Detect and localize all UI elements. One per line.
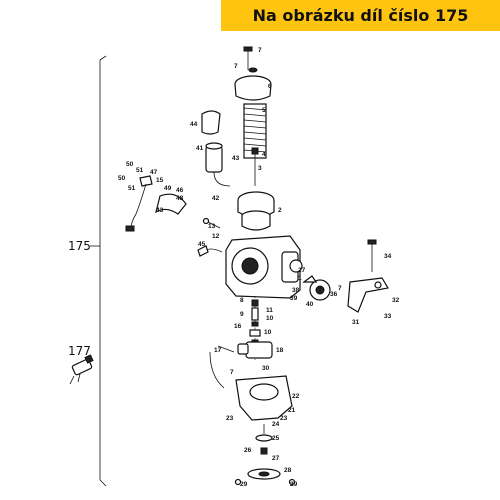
callout-46: 46 xyxy=(176,187,184,194)
callout-7: 7 xyxy=(230,369,234,376)
part-number-banner: Na obrázku díl číslo 175 xyxy=(221,0,500,31)
callout-1: 1 xyxy=(298,275,302,282)
callout-43: 43 xyxy=(156,207,164,214)
callout-44: 44 xyxy=(190,121,198,128)
callout-36: 36 xyxy=(330,291,338,298)
callout-27: 27 xyxy=(298,267,306,274)
callout-24: 24 xyxy=(272,421,280,428)
callout-30: 30 xyxy=(262,365,270,372)
callout-18: 18 xyxy=(276,347,284,354)
float-bowl xyxy=(209,351,293,421)
throttle-linkage xyxy=(125,175,187,232)
callout-41: 41 xyxy=(196,145,204,152)
bracket-tick-bottom xyxy=(99,479,107,487)
callout-labels: 7 7 6 5 44 4 3 41 43 50 51 47 15 50 51 4… xyxy=(118,47,400,488)
callout-5: 5 xyxy=(262,107,266,114)
callout-9: 9 xyxy=(240,311,244,318)
callout-11: 11 xyxy=(266,307,273,314)
callout-51: 51 xyxy=(136,167,144,174)
screws-12-13 xyxy=(202,217,221,229)
choke-41 xyxy=(205,142,231,187)
callout-43: 43 xyxy=(232,155,240,162)
callout-29: 29 xyxy=(240,481,248,488)
callout-7: 7 xyxy=(338,285,342,292)
callout-23: 23 xyxy=(226,415,234,422)
callout-27: 27 xyxy=(272,455,280,462)
callout-47: 47 xyxy=(150,169,158,176)
callout-32: 32 xyxy=(392,297,400,304)
assembly-label-177: 177 xyxy=(68,344,91,358)
callout-6: 6 xyxy=(268,83,272,90)
throttle-lever-bracket xyxy=(347,239,389,313)
callout-50: 50 xyxy=(126,161,134,168)
callout-49: 49 xyxy=(164,185,172,192)
jet-needle xyxy=(251,147,259,186)
callout-15: 15 xyxy=(156,177,164,184)
callout-39: 39 xyxy=(290,295,298,302)
carburetor-body xyxy=(225,235,303,299)
top-cap xyxy=(234,46,272,101)
air-cutoff-valve xyxy=(302,275,331,301)
callout-21: 21 xyxy=(288,407,296,414)
hose-45-end xyxy=(197,245,209,257)
callout-33: 33 xyxy=(384,313,392,320)
callout-12: 12 xyxy=(212,233,220,240)
slide-2 xyxy=(237,191,275,231)
callout-23: 23 xyxy=(280,415,288,422)
callout-22: 22 xyxy=(292,393,300,400)
spring xyxy=(243,103,267,159)
callout-7: 7 xyxy=(234,63,238,70)
float-pin-17 xyxy=(217,345,235,353)
callout-28: 28 xyxy=(284,467,292,474)
callout-48: 48 xyxy=(176,195,184,202)
callout-45: 45 xyxy=(198,241,206,248)
callout-3: 3 xyxy=(258,165,262,172)
float-18 xyxy=(237,341,273,359)
callout-7: 7 xyxy=(258,47,262,54)
callout-51: 51 xyxy=(128,185,136,192)
callout-17: 17 xyxy=(214,347,222,354)
callout-10: 10 xyxy=(266,315,274,322)
callout-29: 29 xyxy=(290,481,298,488)
callout-31: 31 xyxy=(352,319,360,326)
bracket-tick-top xyxy=(99,55,107,61)
assembly-label-175: 175 xyxy=(68,239,91,253)
cover-cap-44 xyxy=(201,110,221,135)
callout-25: 25 xyxy=(272,435,280,442)
callout-2: 2 xyxy=(278,207,282,214)
callout-40: 40 xyxy=(306,301,314,308)
callout-34: 34 xyxy=(384,253,392,260)
callout-42: 42 xyxy=(212,195,220,202)
sensor-177 xyxy=(69,354,94,385)
callout-16: 16 xyxy=(234,323,242,330)
banner-text: Na obrázku díl číslo 175 xyxy=(252,6,469,25)
callout-38: 38 xyxy=(292,287,300,294)
callout-50: 50 xyxy=(118,175,126,182)
callout-13: 13 xyxy=(208,223,216,230)
callout-10: 10 xyxy=(264,329,272,336)
drain-stack xyxy=(234,424,296,486)
callout-4: 4 xyxy=(262,151,266,158)
callout-8: 8 xyxy=(240,297,244,304)
callout-26: 26 xyxy=(244,447,252,454)
